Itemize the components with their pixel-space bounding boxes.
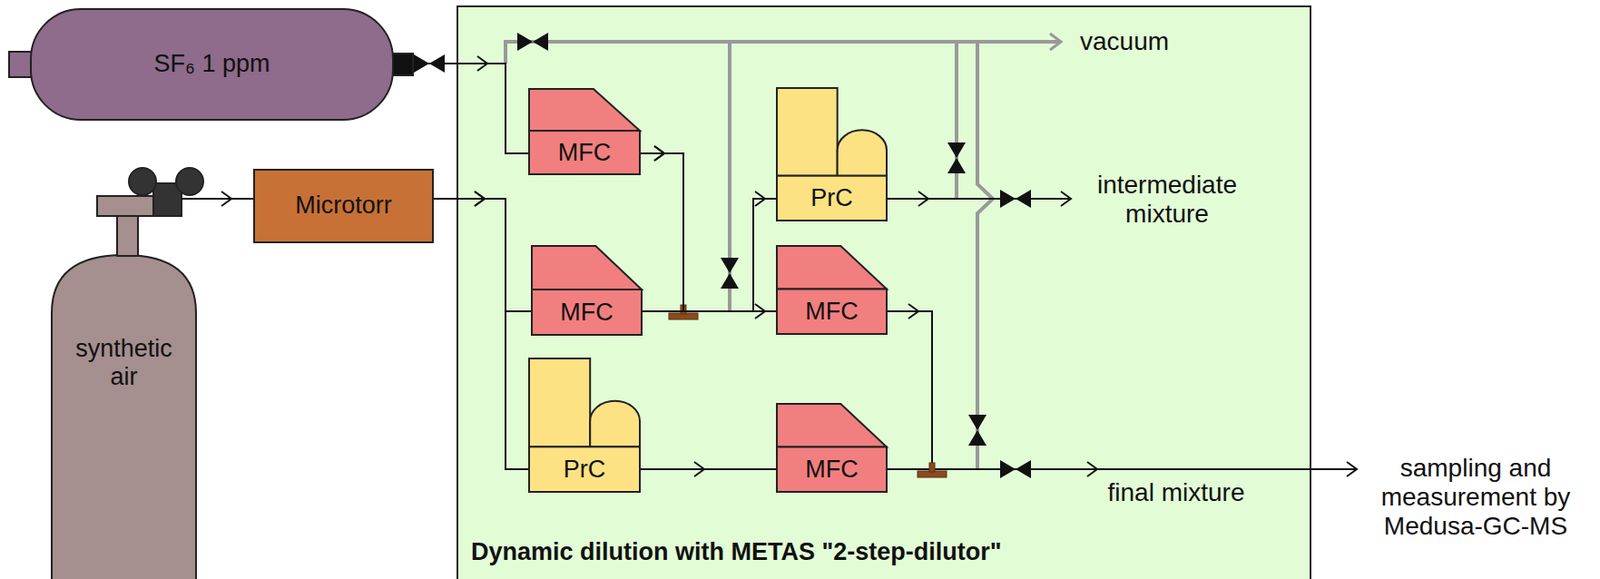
path-part [531,245,642,290]
node-label: MFC [804,455,858,484]
rect-part [254,169,433,243]
node-label: PrC [563,455,607,484]
path-part [529,88,640,131]
mass-flow-controller: MFC [530,245,643,336]
gas-cylinder: SF₆ 1 ppm [8,8,414,121]
pipe-connector [640,146,776,312]
pipe-connector [642,191,776,312]
pipe-connector [640,146,776,312]
arrow-head [654,146,665,161]
arrow-head [755,191,766,207]
rect-part [776,289,887,334]
text-area: Dynamic dilution with METAS "2-step-dilu… [471,530,1288,576]
flow-label: sampling and measurement by Medusa-GC-MS [1361,453,1591,541]
pipe-line [433,198,529,470]
rect-part [776,447,887,492]
pipe-connector [642,304,776,319]
pipe-line [640,468,776,471]
pipe-connector [433,191,529,470]
node-label: PrC [810,184,854,213]
rect-part [9,51,33,78]
rect-part [529,130,640,175]
valve-symbol [413,32,1031,479]
rect-part [529,446,640,492]
pipe-line [642,310,776,313]
rect-part [30,9,393,120]
flow-label: final mixture [1085,478,1267,508]
rect-part [117,214,138,256]
circle-part [128,167,157,196]
node-label: Dynamic dilution with METAS "2-step-dilu… [471,538,1002,567]
rect-part [776,176,887,221]
pipe-line [640,153,776,312]
mass-flow-controller: MFC [528,88,641,176]
text-area: SF₆ 1 ppm [30,8,393,121]
node-label: MFC [559,298,613,327]
line-part [181,197,211,200]
rect-part [776,88,838,177]
flow-label: vacuum [1079,27,1169,57]
arrow-head [477,56,488,71]
flow-label: intermediate mixture [1076,170,1258,229]
rect-part [392,53,413,76]
gas-cylinder: synthetic air [50,163,211,579]
outlet-line [887,191,1357,477]
mass-flow-controller: MFC [775,402,888,493]
text-area: MFC [775,447,888,493]
node-label: synthetic air [62,334,186,392]
text-area: MFC [775,289,888,335]
pipe-connector [210,191,254,207]
pipe-connector [640,461,776,477]
pump-box: Microtorr [253,168,434,244]
text-area: PrC [528,446,641,493]
node-label: Microtorr [294,191,393,220]
path-part [589,401,640,448]
text-area: MFC [530,289,643,336]
node-label: MFC [558,138,611,167]
pipe-line [413,63,529,154]
node-label: MFC [804,297,858,326]
pressure-controller: PrC [528,357,641,493]
pressure-controller: PrC [775,87,888,222]
pipe-line [640,153,776,312]
pipe-line [433,198,531,312]
pipe-connector [413,56,529,154]
path-part [837,129,887,176]
rect-part [531,289,642,335]
path-part [776,403,887,448]
node-label: SF₆ 1 ppm [154,49,271,79]
vacuum-line [505,33,1061,470]
pipe-connector [433,191,531,312]
arrow-head [474,191,485,207]
path-part [51,255,197,579]
circle-part [176,167,204,196]
arrow-head [755,304,766,319]
arrow-head [694,461,705,477]
arrow-head [221,191,232,207]
path-part [776,245,887,290]
text-area: MFC [528,130,641,176]
text-area: Microtorr [253,168,434,244]
mass-flow-controller: MFC [775,245,888,335]
text-area: synthetic air [50,317,197,409]
pipe-line [642,198,776,312]
text-area: PrC [775,176,888,222]
rect-part [529,358,590,447]
